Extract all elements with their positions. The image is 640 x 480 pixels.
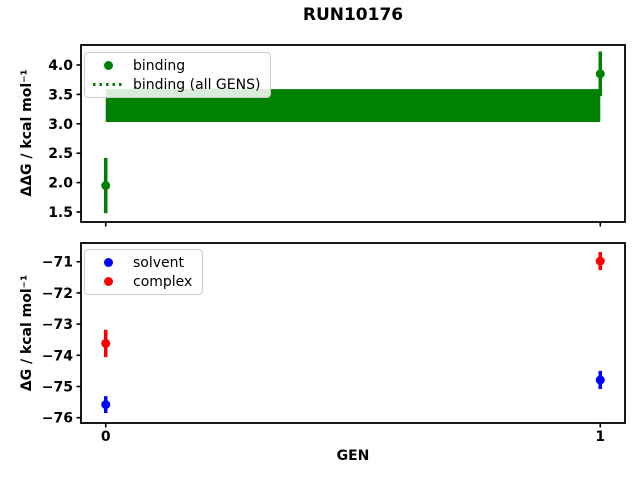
axes-frame	[80, 44, 626, 223]
x-tick-label: 0	[101, 429, 111, 445]
y-tick-label: 3.5	[48, 87, 73, 103]
y-tick-label: −75	[42, 380, 73, 396]
legend-entry: complex	[91, 272, 192, 291]
legend-label: solvent	[133, 254, 185, 271]
figure-title: RUN10176	[302, 5, 404, 25]
legend-marker-dot-icon	[103, 61, 113, 70]
subplot-top: 1.5 2.0 2.5 3.0 3.5 4.0	[48, 44, 626, 227]
y-tick-label: 4.0	[48, 58, 73, 74]
y-tick-label: 2.5	[48, 146, 73, 162]
y-tick-label: 1.5	[48, 205, 73, 221]
axes-frame	[80, 242, 626, 424]
x-axis-label: GEN	[336, 448, 370, 464]
binding-point	[595, 69, 605, 79]
complex-point	[101, 338, 111, 348]
y-tick-label: −73	[42, 317, 73, 333]
legend-dotted-line-icon	[93, 83, 123, 86]
x-tick-label: 1	[595, 429, 605, 445]
bottom-legend: solvent complex	[84, 249, 204, 295]
y-axis-label-top: ΔΔG / kcal mol⁻¹	[19, 69, 35, 197]
y-tick-label: −76	[42, 411, 73, 427]
legend-entry: binding	[91, 56, 260, 75]
y-tick-label: −72	[42, 286, 73, 302]
y-tick-label: 3.0	[48, 117, 73, 133]
solvent-point	[101, 400, 111, 410]
subplot-bottom: −76 −75 −74 −73 −72 −71 0 1	[42, 242, 626, 445]
legend-label: complex	[133, 273, 193, 290]
binding-point	[101, 181, 111, 191]
solvent-point	[595, 375, 605, 385]
top-legend: binding binding (all GENS)	[84, 52, 272, 98]
legend-label: binding (all GENS)	[133, 76, 261, 93]
y-axis-label-bottom: ΔG / kcal mol⁻¹	[19, 274, 35, 392]
legend-marker-dot-icon	[103, 258, 113, 267]
y-tick-label: 2.0	[48, 176, 73, 192]
legend-label: binding	[133, 57, 186, 74]
legend-marker-dot-icon	[103, 277, 113, 286]
y-tick-label: −71	[42, 255, 73, 271]
legend-entry: binding (all GENS)	[91, 75, 260, 94]
legend-entry: solvent	[91, 253, 192, 272]
y-tick-label: −74	[42, 348, 73, 364]
complex-point	[595, 256, 605, 266]
